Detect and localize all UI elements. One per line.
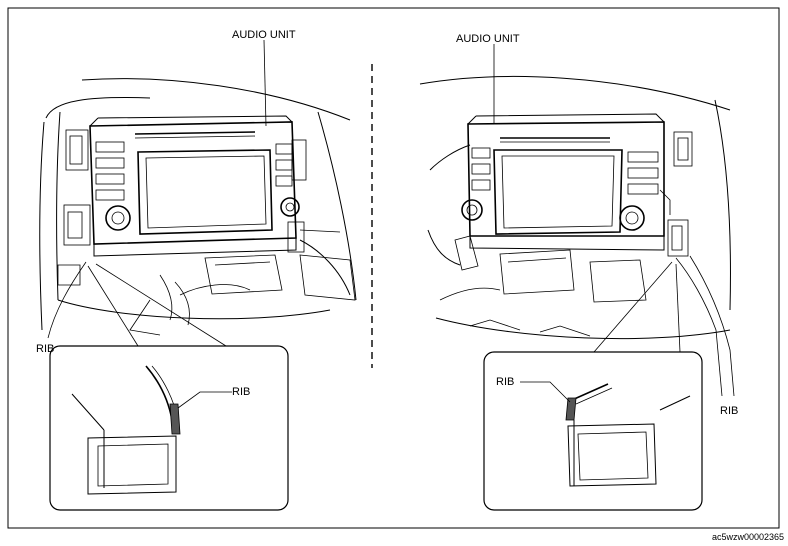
audio-unit-label-left: AUDIO UNIT — [232, 29, 296, 41]
left-rib-detail — [49, 345, 289, 511]
rib-label-left-detail: RIB — [232, 386, 250, 398]
rib-label-right-outer: RIB — [720, 405, 738, 417]
rib-label-left-outer: RIB — [36, 343, 54, 355]
right-rib-detail — [483, 351, 703, 511]
rib-label-right-detail: RIB — [496, 376, 514, 388]
figure-code: ac5wzw00002365 — [712, 532, 784, 542]
left-dashboard-illustration — [39, 39, 357, 347]
audio-unit-label-right: AUDIO UNIT — [456, 33, 520, 45]
figure-border — [7, 7, 780, 529]
right-dashboard-illustration — [419, 44, 735, 397]
